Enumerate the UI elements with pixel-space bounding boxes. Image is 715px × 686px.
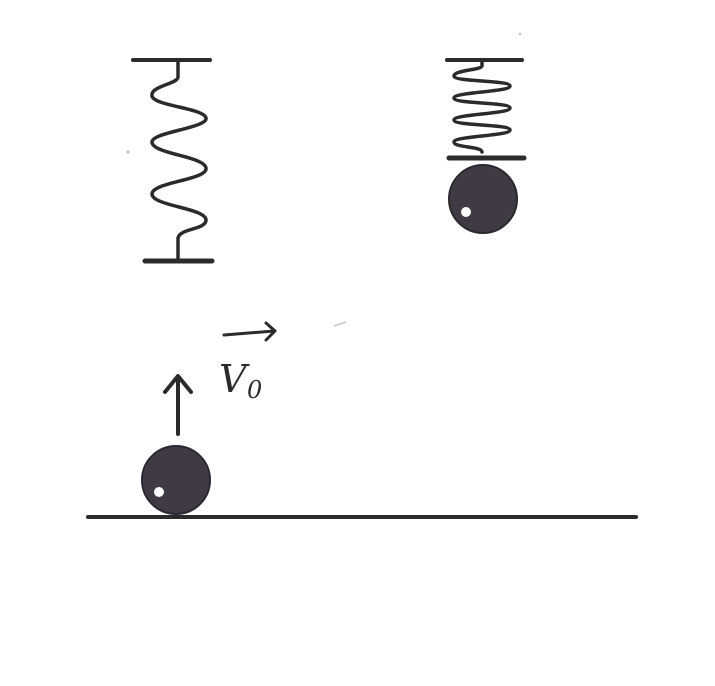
spring-coil-relaxed [150, 58, 208, 262]
velocity-label-main: V [219, 357, 250, 401]
ball-highlight [461, 207, 471, 217]
velocity-label-subscript: 0 [247, 376, 262, 404]
ball-highlight [154, 487, 164, 497]
vector-bar-arrowhead [264, 321, 277, 342]
vector-bar [222, 329, 276, 337]
scan-mark [333, 321, 347, 327]
ball-on-ground [141, 445, 211, 515]
spring-compressed [445, 58, 527, 234]
scan-speck [126, 150, 130, 154]
spring-relaxed [131, 58, 215, 264]
velocity-arrowhead [163, 374, 193, 394]
ball-on-spring [448, 164, 518, 234]
scan-speck [518, 32, 522, 36]
spring-coil-compressed [452, 58, 512, 154]
launched-ball-group: V 0 [86, 321, 638, 519]
